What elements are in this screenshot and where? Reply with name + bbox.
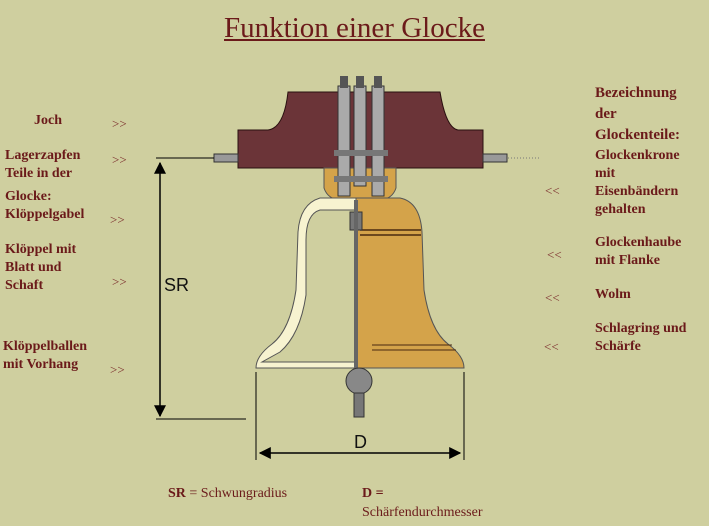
label-lagerzapfen: Lagerzapfen xyxy=(5,148,81,163)
bolt-left xyxy=(340,76,348,88)
label-teile-line2: Glocke: xyxy=(5,189,52,204)
label-bez-line2: der xyxy=(595,106,617,122)
label-schlag-line2: Schärfe xyxy=(595,339,641,354)
label-kloeppel-line1: Klöppel mit xyxy=(5,242,77,257)
legend-sr-key: SR xyxy=(168,486,186,501)
legend-d-eq: = xyxy=(372,486,384,501)
label-krone-line2: mit xyxy=(595,166,616,181)
label-krone-line3: Eisenbändern xyxy=(595,184,679,199)
arrow-joch: >> xyxy=(112,116,127,131)
arrow-kloeppel: >> xyxy=(112,274,127,289)
bell-body-right xyxy=(355,197,465,369)
label-ballen-line1: Klöppelballen xyxy=(3,339,88,354)
bearing-pin-left xyxy=(213,153,239,163)
page-title: Funktion einer Glocke xyxy=(224,12,485,44)
clamp-2 xyxy=(334,176,388,182)
legend-sr: SR = Schwungradius xyxy=(168,486,287,502)
legend-sr-text: = Schwungradius xyxy=(185,486,288,501)
sr-label: SR xyxy=(164,275,189,295)
label-haube-line2: mit Flanke xyxy=(595,253,660,268)
label-bez-line3: Glockenteile: xyxy=(595,127,680,143)
legend-d-text: Schärfendurchmesser xyxy=(362,505,483,520)
legend-d: D = xyxy=(362,486,384,502)
label-teile-line1: Teile in der xyxy=(5,166,73,181)
arrow-ballen: >> xyxy=(110,362,125,377)
label-krone-line4: gehalten xyxy=(595,202,646,217)
arrow-haube: << xyxy=(547,247,562,262)
bearing-pin-right xyxy=(482,153,508,163)
clapper-flight xyxy=(353,392,365,418)
label-kloeppel-line2: Blatt und xyxy=(5,260,62,275)
bell-wall-cut xyxy=(260,209,357,363)
arrow-krone: << xyxy=(545,183,560,198)
arrow-kloeppelgabel: >> xyxy=(110,212,125,227)
clamp-1 xyxy=(334,150,388,156)
label-haube-line1: Glockenhaube xyxy=(595,235,682,250)
label-krone-line1: Glockenkrone xyxy=(595,148,680,163)
label-kloeppelgabel: Klöppelgabel xyxy=(5,207,85,222)
label-wolm: Wolm xyxy=(595,287,631,302)
iron-strap-mid xyxy=(353,85,367,187)
label-schlag-line1: Schlagring und xyxy=(595,321,687,336)
arrow-wolm: << xyxy=(545,290,560,305)
d-label: D xyxy=(354,432,367,452)
arrow-lagerzapfen: >> xyxy=(112,152,127,167)
label-bez-line1: Bezeichnung xyxy=(595,85,677,101)
clapper-ball xyxy=(345,367,373,395)
label-kloeppel-line3: Schaft xyxy=(5,278,44,293)
label-ballen-line2: mit Vorhang xyxy=(3,357,79,372)
arrow-schlag: << xyxy=(544,339,559,354)
legend-d-key: D xyxy=(362,486,373,501)
bolt-mid xyxy=(356,76,364,88)
label-joch: Joch xyxy=(34,113,62,128)
bolt-right xyxy=(374,76,382,88)
